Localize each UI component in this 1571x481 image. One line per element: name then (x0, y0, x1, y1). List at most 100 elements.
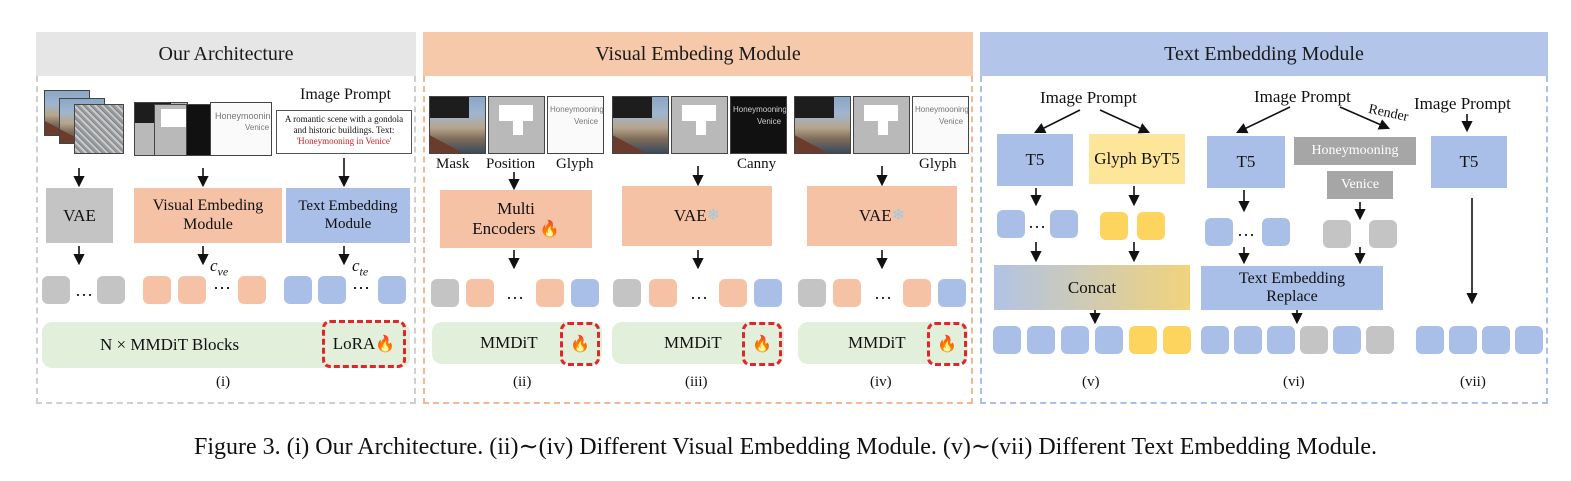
token-vi-out-1 (1201, 326, 1229, 354)
glyph-iv-place: Venice (939, 117, 964, 126)
c-ve-base: c (210, 256, 218, 275)
glyph-ii-place: Venice (574, 117, 599, 126)
label-glyph-iv: Glyph (919, 156, 957, 172)
flame-icon: 🔥 (752, 336, 772, 353)
token-vi-2 (1262, 218, 1290, 246)
dots-i-1: … (75, 280, 93, 300)
label-glyph-ii: Glyph (556, 156, 594, 172)
concat-label: Concat (1067, 277, 1117, 297)
vae-iv-box: VAE❄ (807, 186, 957, 246)
arrow-vi-1 (1235, 106, 1291, 134)
multi-encoders-line2: Encoders 🔥 (472, 219, 559, 239)
thumb-iii-mask (612, 96, 669, 154)
honeymooning-box: Honeymooning (1294, 137, 1416, 165)
token-i-3 (143, 276, 171, 304)
panel-title-architecture: Our Architecture (158, 42, 294, 65)
mmdit-iv-box: MMDiT (798, 322, 968, 364)
figure-caption: Figure 3. (i) Our Architecture. (ii)∼(iv… (193, 434, 1378, 460)
frozen-icon: ❄ (891, 206, 906, 224)
token-v-out-6 (1163, 326, 1191, 354)
token-ii-1 (431, 279, 459, 307)
multi-encoders-line1: Multi (497, 199, 535, 219)
multi-encoders-box: Multi Encoders 🔥 (440, 190, 592, 248)
t5-v-box: T5 (997, 134, 1073, 186)
thumb-ii-mask (429, 96, 486, 154)
glyph-ii-word: Honeymooning (550, 105, 604, 114)
visual-module-line1: Visual Embeding (152, 197, 264, 215)
c-te-base: c (352, 256, 360, 275)
token-vi-4 (1369, 220, 1397, 248)
token-vii-1 (1416, 326, 1444, 354)
flame-box-iv: 🔥 (927, 322, 967, 366)
thumb-iii-canny: Honeymooning Venice (730, 96, 787, 154)
text-embedding-module-box: Text Embedding Module (286, 188, 410, 243)
arrow-vi-2 (1339, 106, 1391, 130)
glyph-word: Honeymooning (215, 111, 272, 121)
dots-v: … (1028, 212, 1046, 232)
panel-header-visual: Visual Embeding Module (423, 32, 973, 76)
flame-box-ii: 🔥 (560, 322, 600, 366)
arch-image-prompt-title: Image Prompt (300, 86, 392, 103)
token-iv-4 (938, 279, 966, 307)
token-vi-out-5 (1333, 326, 1361, 354)
t5-vi-label: T5 (1236, 152, 1256, 172)
visual-module-line2: Module (183, 215, 233, 233)
t5-vii-box: T5 (1431, 136, 1507, 188)
c-ve-sub: ve (217, 264, 229, 279)
token-vi-3 (1323, 220, 1351, 248)
prompt-line1: A romantic scene with a gondola (284, 114, 404, 124)
visual-embedding-module-box: Visual Embeding Module (134, 188, 282, 243)
glyph-byt5-label: Glyph ByT5 (1094, 149, 1180, 169)
token-iii-1 (613, 279, 641, 307)
glyph-byt5-box: Glyph ByT5 (1089, 134, 1185, 184)
panel-header-architecture: Our Architecture (36, 32, 416, 76)
mmdit-blocks-box: N × MMDiT Blocks (42, 322, 410, 368)
vii-image-prompt: Image Prompt (1414, 94, 1511, 113)
flame-box-iii: 🔥 (742, 322, 782, 366)
thumb-ii-position (488, 96, 545, 154)
token-vii-3 (1482, 326, 1510, 354)
token-vi-out-4 (1300, 326, 1328, 354)
roman-vii: (vii) (1460, 374, 1486, 390)
token-v-3 (1100, 212, 1128, 240)
dots-iii: … (690, 283, 708, 303)
token-v-out-3 (1061, 326, 1089, 354)
label-canny: Canny (737, 156, 777, 172)
canny-word: Honeymooning (733, 105, 787, 114)
multi-encoders-line2-text: Encoders (472, 218, 536, 238)
glyph-place: Venice (245, 123, 270, 132)
token-i-1 (42, 276, 70, 304)
dots-ii: … (506, 283, 524, 303)
replace-line1: Text Embedding (1239, 269, 1345, 287)
venice-box: Venice (1327, 171, 1393, 199)
lora-label: LoRA (332, 334, 376, 353)
token-v-out-4 (1095, 326, 1123, 354)
concat-box: Concat (994, 265, 1190, 310)
token-v-1 (997, 210, 1025, 238)
token-ii-2 (466, 279, 494, 307)
venice-label: Venice (1340, 176, 1380, 192)
cond-stack-dark (186, 104, 212, 156)
label-mask: Mask (436, 156, 470, 172)
token-v-4 (1137, 212, 1165, 240)
mmdit-iii-box: MMDiT (612, 322, 784, 364)
token-iii-3 (719, 279, 747, 307)
thumb-iv-mask (794, 96, 851, 154)
thumb-stack-noisy (74, 104, 124, 154)
token-ii-4 (571, 279, 599, 307)
roman-iii: (iii) (685, 374, 708, 390)
c-te-label: cte (352, 256, 368, 279)
text-module-line1: Text Embedding (298, 198, 398, 215)
glyph-iv-word: Honeymooning (915, 105, 969, 114)
c-te-sub: te (359, 264, 369, 279)
token-i-6 (284, 276, 312, 304)
canny-place: Venice (757, 117, 782, 126)
token-iii-4 (754, 279, 782, 307)
token-i-8 (378, 276, 406, 304)
panel-header-text: Text Embedding Module (980, 32, 1548, 76)
flame-icon: 🔥 (539, 220, 560, 238)
roman-i: (i) (216, 374, 231, 390)
token-v-out-5 (1129, 326, 1157, 354)
token-v-out-2 (1027, 326, 1055, 354)
mmdit-ii-label: MMDiT (480, 333, 538, 353)
